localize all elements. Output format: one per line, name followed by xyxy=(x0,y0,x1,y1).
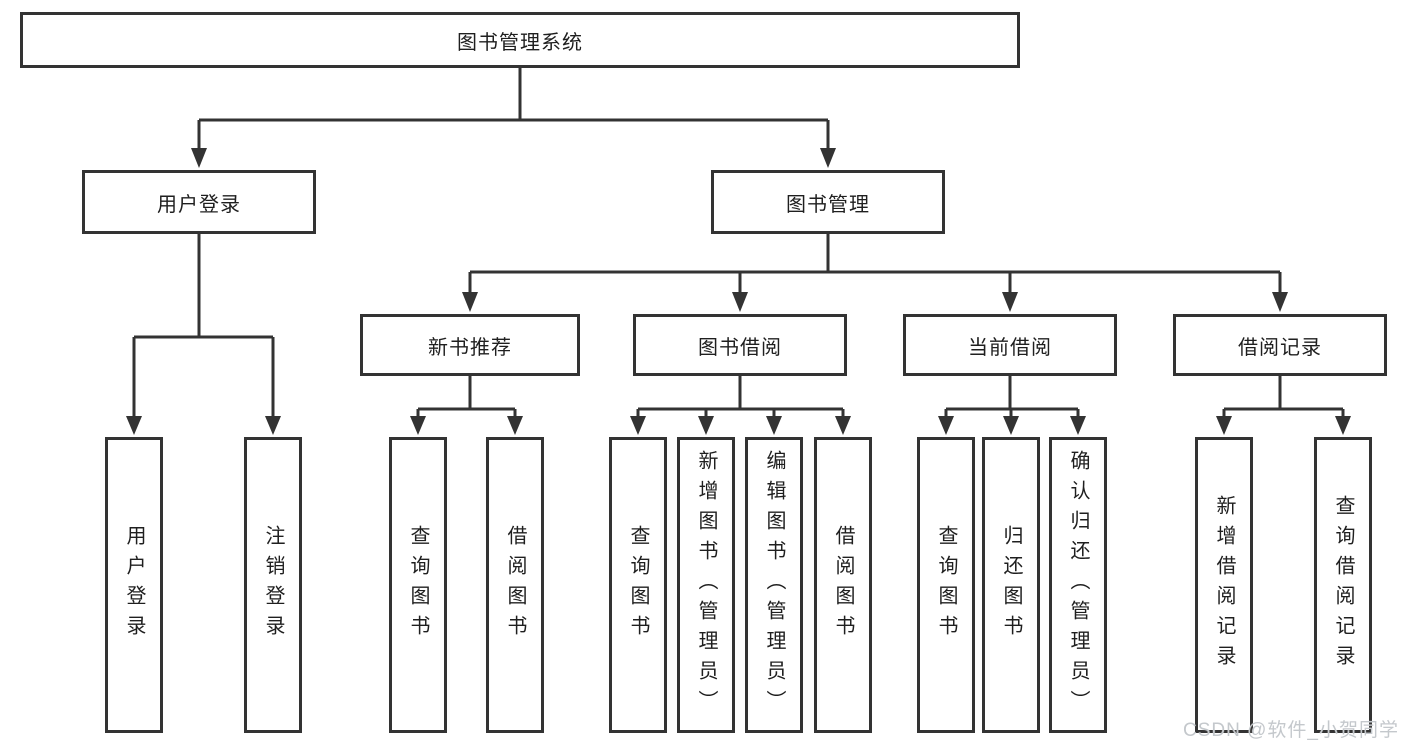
leaf-query-books-borrowing: 查询图书 xyxy=(609,437,667,733)
leaf-label: 编辑图书（管理员） xyxy=(763,450,785,720)
leaf-label: 查询图书 xyxy=(935,525,957,645)
node-label: 图书管理 xyxy=(786,193,870,216)
leaf-label: 确认归还（管理员） xyxy=(1067,450,1089,720)
leaf-label: 借阅图书 xyxy=(832,525,854,645)
node-label: 借阅记录 xyxy=(1238,336,1322,359)
node-new-book-recommend: 新书推荐 xyxy=(360,314,580,376)
leaf-confirm-return-admin: 确认归还（管理员） xyxy=(1049,437,1107,733)
leaf-query-books-current: 查询图书 xyxy=(917,437,975,733)
leaf-borrow-books-recommend: 借阅图书 xyxy=(486,437,544,733)
leaf-label: 借阅图书 xyxy=(504,525,526,645)
node-label: 新书推荐 xyxy=(428,336,512,359)
node-current-borrowing: 当前借阅 xyxy=(903,314,1117,376)
node-borrow-records: 借阅记录 xyxy=(1173,314,1387,376)
leaf-label: 注销登录 xyxy=(262,525,284,645)
leaf-query-borrow-record: 查询借阅记录 xyxy=(1314,437,1372,733)
node-label: 图书管理系统 xyxy=(457,31,583,54)
leaf-user-login: 用户登录 xyxy=(105,437,163,733)
arrowheads xyxy=(126,148,1351,435)
leaf-label: 归还图书 xyxy=(1000,525,1022,645)
leaf-add-books-admin: 新增图书（管理员） xyxy=(677,437,735,733)
node-user-login: 用户登录 xyxy=(82,170,316,234)
leaf-label: 查询借阅记录 xyxy=(1332,495,1354,675)
leaf-borrow-books-borrowing: 借阅图书 xyxy=(814,437,872,733)
node-book-borrowing: 图书借阅 xyxy=(633,314,847,376)
node-library-management-system: 图书管理系统 xyxy=(20,12,1020,68)
leaf-edit-books-admin: 编辑图书（管理员） xyxy=(745,437,803,733)
leaf-label: 查询图书 xyxy=(627,525,649,645)
node-label: 图书借阅 xyxy=(698,336,782,359)
leaf-logout: 注销登录 xyxy=(244,437,302,733)
node-book-management: 图书管理 xyxy=(711,170,945,234)
leaf-add-borrow-record: 新增借阅记录 xyxy=(1195,437,1253,733)
leaf-label: 用户登录 xyxy=(123,525,145,645)
node-label: 当前借阅 xyxy=(968,336,1052,359)
leaf-label: 新增图书（管理员） xyxy=(695,450,717,720)
leaf-return-books: 归还图书 xyxy=(982,437,1040,733)
node-label: 用户登录 xyxy=(157,193,241,216)
leaf-label: 新增借阅记录 xyxy=(1213,495,1235,675)
leaf-label: 查询图书 xyxy=(407,525,429,645)
leaf-query-books-recommend: 查询图书 xyxy=(389,437,447,733)
